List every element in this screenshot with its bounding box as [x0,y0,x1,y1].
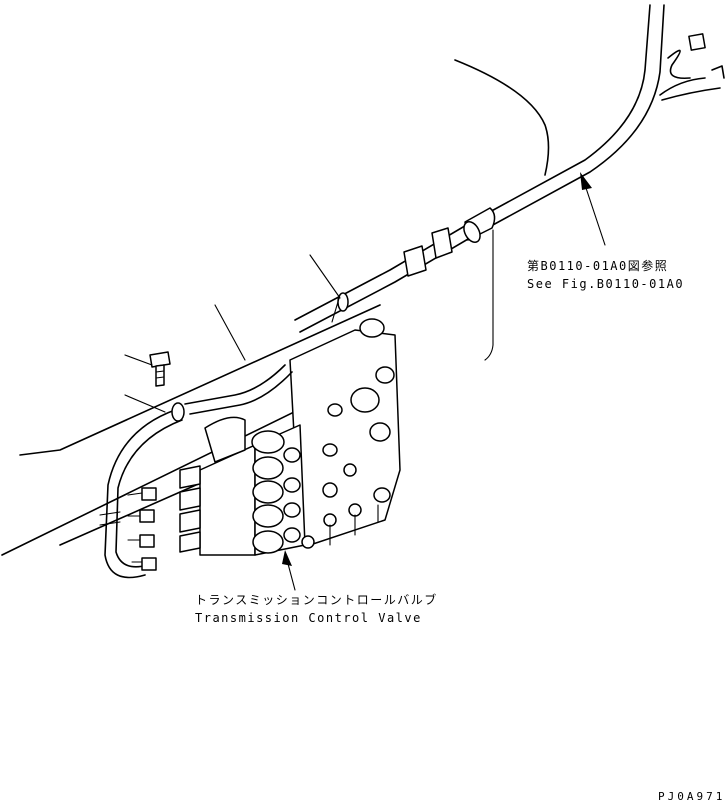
harness-sleeve [463,207,496,244]
valve-label-en: Transmission Control Valve [195,611,422,625]
reference-label-en: See Fig.B0110-01A0 [527,277,685,291]
drawing-code: PJ0A971 [658,790,726,803]
leader-lines [124,254,341,413]
reference-leader [580,172,606,246]
transmission-control-valve [179,318,401,556]
harness-tube [294,4,725,333]
tube-clamp [331,292,349,323]
connector-blocks [403,227,453,277]
sub-harness [99,364,293,579]
valve-leader [282,550,296,591]
bolt [149,351,171,387]
valve-label-jp: トランスミッションコントロールバルブ [195,593,438,607]
reference-label-jp: 第B0110-01A0図参照 [527,259,669,273]
